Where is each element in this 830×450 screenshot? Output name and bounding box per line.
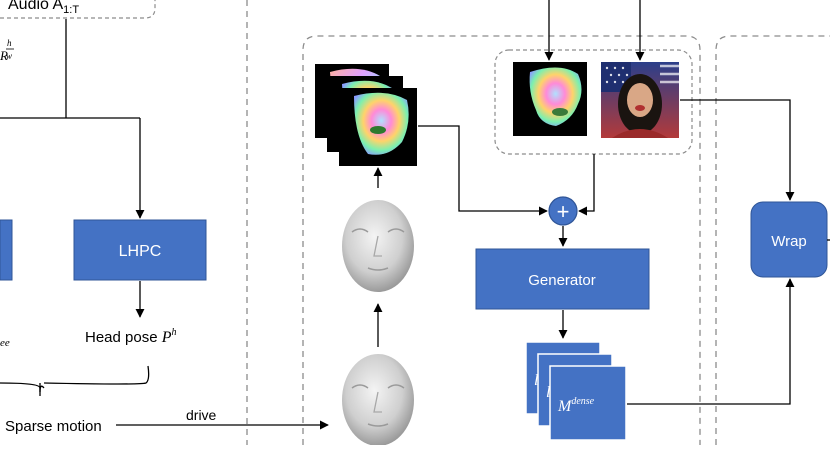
ratio-prefix: R bbox=[0, 48, 8, 63]
head-mesh-icon bbox=[342, 200, 414, 292]
dense-partial-1: l bbox=[534, 372, 539, 389]
left-block-partial bbox=[0, 219, 13, 281]
ratio-denominator: w bbox=[6, 51, 12, 61]
plus-node bbox=[548, 196, 578, 226]
wrap-label: Wrap bbox=[771, 233, 807, 250]
sparse-bracket bbox=[0, 365, 150, 393]
sparse-motion-label: Sparse motion bbox=[5, 418, 102, 435]
generator-block bbox=[475, 248, 650, 310]
dense-map-stack bbox=[525, 341, 627, 441]
head-pose-label: Head pose Ph bbox=[85, 327, 177, 346]
dense-to-wrap-line bbox=[627, 278, 795, 405]
generator-label: Generator bbox=[528, 272, 596, 289]
audio-box-border bbox=[0, 0, 156, 19]
cut-left-label: ee bbox=[0, 337, 10, 349]
lhpc-label: LHPC bbox=[119, 243, 162, 260]
ref-to-plus-line bbox=[578, 154, 595, 216]
dense-partial-2: l bbox=[546, 384, 551, 401]
drive-label: drive bbox=[186, 407, 217, 423]
flow-to-plus-line bbox=[418, 125, 548, 216]
dense-label: Mdense bbox=[557, 396, 595, 415]
ratio-numerator: h bbox=[7, 38, 12, 48]
audio-label: Audio A1:T bbox=[8, 0, 79, 16]
middle-container bbox=[302, 35, 701, 445]
portrait-photo-icon bbox=[601, 62, 679, 138]
flow-map-stack bbox=[315, 64, 417, 166]
plus-symbol: + bbox=[557, 199, 570, 224]
head-mesh-icon-bottom bbox=[342, 354, 414, 446]
lhpc-block bbox=[73, 219, 207, 281]
photo-to-wrap-line bbox=[680, 99, 795, 201]
flow-map-icon bbox=[513, 62, 587, 136]
